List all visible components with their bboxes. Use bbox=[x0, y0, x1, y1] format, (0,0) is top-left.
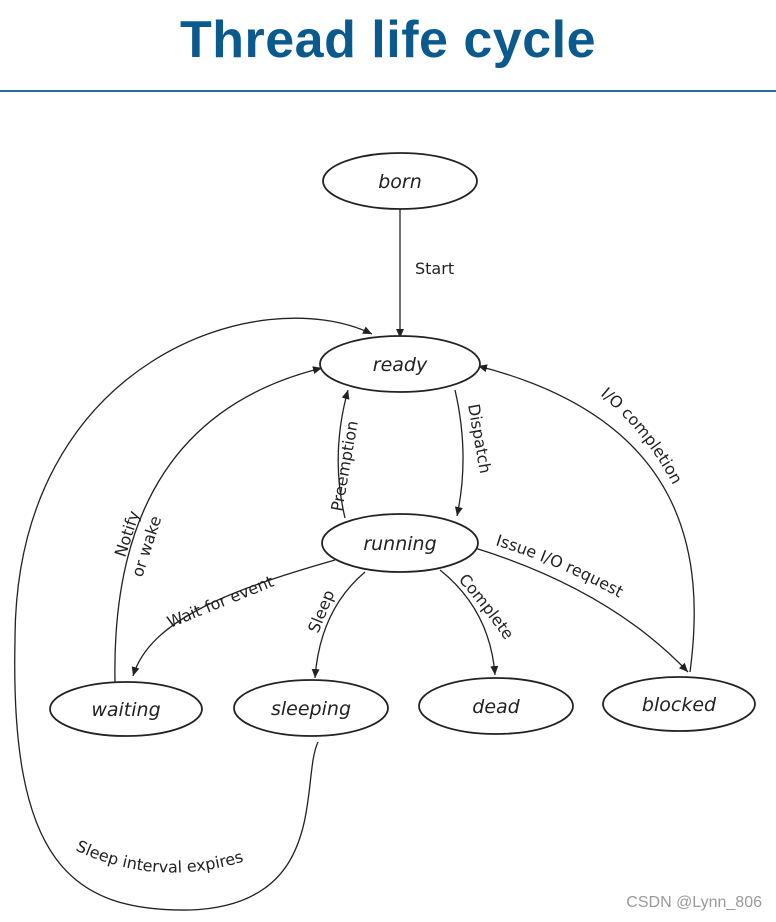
state-ready bbox=[319, 335, 481, 393]
edge-sleep bbox=[311, 571, 366, 679]
label-issue-io-request: Issue I/O request bbox=[494, 531, 627, 602]
edge-notify-or-wake bbox=[114, 366, 323, 683]
state-waiting bbox=[49, 681, 203, 737]
watermark: CSDN @Lynn_806 bbox=[626, 894, 762, 911]
state-label-ready: ready bbox=[373, 354, 428, 376]
state-label-blocked: blocked bbox=[642, 694, 717, 716]
edge-dispatch bbox=[454, 389, 464, 517]
label-sleep-interval-expires: Sleep interval expires bbox=[73, 836, 245, 876]
label-wait-for-event: Wait for event bbox=[164, 572, 276, 632]
edge-complete bbox=[439, 569, 499, 676]
state-label-dead: dead bbox=[472, 696, 520, 718]
state-blocked bbox=[602, 676, 756, 732]
edge-preemption bbox=[337, 389, 350, 519]
state-born bbox=[322, 152, 478, 210]
state-sleeping bbox=[233, 679, 389, 737]
state-label-waiting: waiting bbox=[91, 699, 160, 721]
label-io-completion: I/O completion bbox=[597, 383, 686, 487]
label-dispatch: Dispatch bbox=[464, 402, 495, 475]
state-dead bbox=[418, 677, 574, 735]
edge-sleep-interval-expires bbox=[14, 317, 373, 911]
title-divider bbox=[0, 90, 776, 92]
edge-io-completion bbox=[477, 364, 695, 673]
label-start: Start bbox=[415, 259, 454, 278]
state-running bbox=[321, 513, 479, 573]
page-title: Thread life cycle bbox=[179, 11, 597, 69]
state-label-born: born bbox=[378, 171, 422, 193]
label-preemption: Preemption bbox=[327, 419, 362, 513]
state-label-running: running bbox=[363, 533, 436, 555]
edge-issue-io-request bbox=[474, 547, 689, 673]
edge-wait-for-event bbox=[131, 559, 336, 677]
state-label-sleeping: sleeping bbox=[271, 698, 351, 720]
